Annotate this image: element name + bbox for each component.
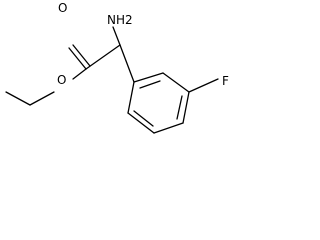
label-carbonyl-oxygen: O xyxy=(58,1,67,15)
bond-ring-fluorine xyxy=(188,78,219,93)
ring-bond-6 xyxy=(127,81,135,114)
bond-ester-oxygen-carbonyl xyxy=(72,68,87,80)
ring-bond-3 xyxy=(182,91,190,124)
bond-ethyl-ch2-oxygen xyxy=(29,91,55,106)
bond-alpha-ring xyxy=(119,44,135,83)
label-amine: NH2 xyxy=(107,13,133,27)
molecule-structure-diagram: O O NH2 F xyxy=(5,1,229,134)
ring-bond-5 xyxy=(127,112,155,134)
ring-inner-double-1 xyxy=(139,80,161,89)
ring-bond-4 xyxy=(153,122,184,134)
bond-carbonyl-double-2 xyxy=(72,44,91,67)
bond-alpha-amine xyxy=(112,26,121,46)
ring-inner-double-3 xyxy=(133,110,154,127)
ring-bond-2 xyxy=(162,72,190,93)
label-ester-oxygen: O xyxy=(57,73,66,87)
ring-bond-1 xyxy=(133,72,164,83)
bond-carbonyl-alpha xyxy=(85,44,121,70)
ring-inner-double-2 xyxy=(176,95,183,120)
bond-carbonyl-double-1 xyxy=(68,47,87,70)
label-fluorine: F xyxy=(222,74,229,88)
bond-ethyl-ch3-ch2 xyxy=(5,91,31,106)
